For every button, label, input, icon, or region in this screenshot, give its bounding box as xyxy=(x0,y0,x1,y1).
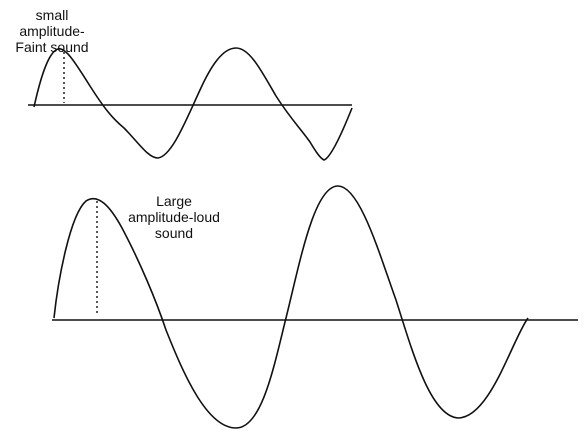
large-label-line-1: Large xyxy=(156,193,192,209)
large-label-line-2: amplitude-loud xyxy=(128,209,220,225)
small-label-line-2: amplitude- xyxy=(19,23,85,39)
small-amplitude-label: small amplitude- Faint sound xyxy=(0,7,104,55)
large-wave-curve xyxy=(53,185,529,429)
small-wave-curve xyxy=(33,47,353,161)
small-wave-group xyxy=(28,47,353,161)
small-label-line-3: Faint sound xyxy=(15,39,89,55)
large-wave-group xyxy=(52,185,578,429)
large-label-line-3: sound xyxy=(154,225,194,241)
large-amplitude-label: Large amplitude-loud sound xyxy=(116,193,232,241)
small-label-line-1: small xyxy=(35,7,69,23)
